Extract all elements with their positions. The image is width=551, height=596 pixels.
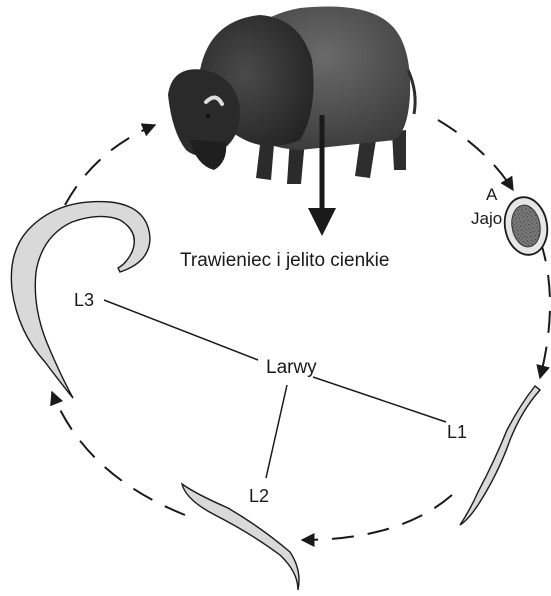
stage-l1-label: L1	[447, 422, 467, 442]
host-organ-label: Trawieniec i jelito cienkie	[180, 250, 389, 271]
arrow-host-to-egg	[438, 120, 513, 190]
leader-l1	[313, 377, 446, 422]
arrow-l3-to-host	[65, 125, 155, 205]
bison-icon	[168, 7, 415, 185]
larva-l2-icon	[182, 484, 299, 590]
larva-l1-icon	[460, 386, 540, 525]
leader-l2	[266, 385, 287, 478]
egg-letter-label: A	[486, 185, 498, 204]
egg-label: Jajo	[471, 209, 502, 228]
arrow-l2-to-l3	[52, 392, 185, 515]
leader-l3	[104, 300, 258, 360]
larvae-label: Larwy	[266, 357, 317, 378]
stage-l3-label: L3	[74, 290, 94, 310]
stage-l2-label: L2	[249, 486, 269, 506]
arrow-l1-to-l2	[302, 495, 452, 540]
arrow-egg-to-l1	[540, 240, 550, 378]
